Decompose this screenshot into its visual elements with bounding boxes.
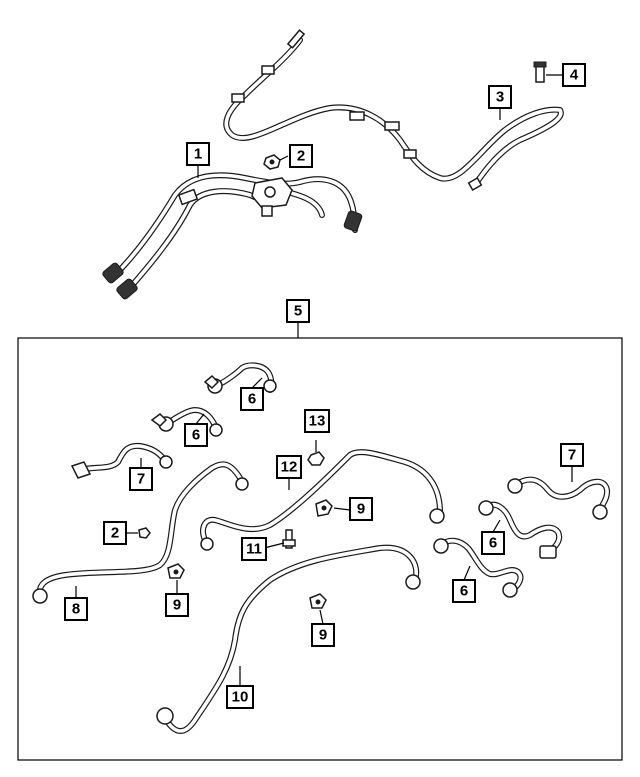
nut-part-2 (263, 154, 281, 170)
svg-text:8: 8 (72, 601, 80, 618)
svg-text:1: 1 (194, 146, 202, 163)
callout-9-c: 9 (311, 609, 335, 647)
svg-text:12: 12 (281, 459, 298, 476)
svg-text:9: 9 (357, 501, 365, 518)
callout-9-b: 9 (165, 580, 189, 617)
fuel-return-line-part-3 (223, 29, 564, 191)
svg-text:2: 2 (297, 148, 305, 165)
callout-9-a: 9 (333, 497, 373, 521)
callout-4: 4 (546, 63, 586, 87)
svg-text:6: 6 (248, 391, 256, 408)
clip-part-4 (533, 61, 547, 83)
svg-text:3: 3 (496, 89, 504, 106)
fuel-supply-harness-part-1 (102, 172, 363, 300)
injector-line-part-6-second (150, 407, 223, 437)
svg-text:5: 5 (294, 303, 302, 320)
callout-6-d: 6 (452, 565, 476, 603)
injector-line-part-10 (156, 544, 421, 734)
svg-text:9: 9 (319, 627, 327, 644)
injector-line-part-8 (32, 461, 249, 604)
stud-part-11 (282, 529, 296, 549)
svg-text:6: 6 (489, 535, 497, 552)
callout-2-kit: 2 (103, 521, 138, 545)
svg-text:2: 2 (111, 525, 119, 542)
injector-line-part-6-upper (203, 362, 277, 394)
svg-text:6: 6 (192, 427, 200, 444)
callout-6-b: 6 (184, 413, 208, 447)
svg-text:11: 11 (246, 541, 262, 558)
injector-line-part-6-right-upper (478, 500, 563, 559)
callout-5: 5 (286, 299, 310, 338)
quick-connect-fitting (102, 262, 138, 300)
clamp-part-9-left (167, 563, 185, 579)
callout-7-b: 7 (560, 443, 584, 482)
svg-text:10: 10 (232, 689, 249, 706)
callout-10: 10 (226, 666, 254, 709)
svg-text:4: 4 (570, 67, 579, 84)
injector-line-part-12 (200, 449, 445, 551)
kit-frame (17, 337, 623, 761)
callout-8: 8 (64, 586, 88, 621)
clamp-part-9-upper (315, 499, 333, 517)
svg-text:6: 6 (460, 583, 468, 600)
svg-text:13: 13 (309, 413, 326, 430)
callout-12: 12 (276, 455, 302, 490)
callout-3: 3 (488, 85, 512, 120)
callout-6-a: 6 (240, 377, 264, 411)
svg-text:7: 7 (137, 471, 145, 488)
injector-line-part-7-left (70, 442, 173, 479)
callout-2-top: 2 (279, 144, 313, 168)
callout-13: 13 (304, 409, 330, 452)
callout-7-a: 7 (129, 458, 153, 491)
callout-1: 1 (186, 142, 210, 178)
clamp-part-9-lower (309, 593, 327, 609)
svg-text:9: 9 (173, 597, 181, 614)
bolt-part-13 (307, 451, 325, 466)
injector-line-part-6-right-lower (433, 537, 524, 598)
nut-part-2-kit (138, 527, 151, 539)
callout-11: 11 (241, 537, 285, 561)
svg-text:7: 7 (568, 447, 576, 464)
callout-6-c: 6 (481, 519, 505, 555)
injector-line-part-7-right (507, 476, 611, 520)
